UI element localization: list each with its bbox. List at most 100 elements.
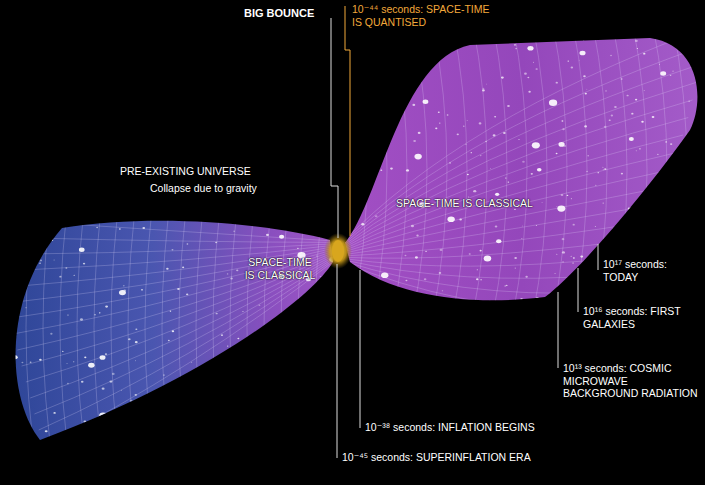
galaxy-dot — [630, 242, 631, 244]
galaxy-dot — [225, 382, 228, 384]
galaxy-dot — [321, 401, 323, 403]
galaxy-dot — [677, 39, 680, 41]
galaxy-dot — [436, 57, 437, 59]
galaxy-dot — [380, 170, 382, 172]
galaxy-dot — [191, 362, 192, 363]
bounce-glow — [324, 233, 352, 269]
galaxy-dot — [495, 193, 499, 196]
galaxy-dot — [128, 338, 131, 340]
galaxy-dot — [308, 403, 309, 405]
grid-line — [128, 180, 139, 470]
galaxy-dot — [102, 387, 105, 389]
galaxy-dot — [435, 128, 437, 130]
grid-line — [16, 248, 334, 302]
galaxy-dot — [559, 142, 565, 147]
galaxy-dot — [694, 120, 696, 122]
galaxy-dot — [182, 267, 184, 269]
galaxy-dot — [355, 176, 357, 178]
annotation-label: 10¹⁷ seconds: TODAY — [603, 258, 693, 283]
galaxy-dot — [1, 262, 3, 264]
galaxy-dot — [402, 42, 404, 43]
galaxy-dot — [680, 198, 686, 202]
galaxy-dot — [514, 44, 516, 46]
galaxy-dot — [59, 276, 61, 278]
galaxy-dot — [623, 240, 629, 245]
grid-line — [342, 188, 662, 254]
galaxy-dot — [637, 48, 638, 49]
galaxy-dot — [186, 293, 188, 295]
grid-line — [11, 250, 334, 318]
galaxy-dot — [343, 70, 346, 72]
galaxy-dot — [121, 389, 122, 391]
galaxy-dot — [571, 255, 572, 257]
galaxy-dot — [266, 234, 269, 236]
galaxy-dot — [698, 253, 699, 254]
galaxy-dot — [332, 227, 334, 228]
galaxy-dot — [6, 348, 9, 350]
galaxy-dot — [477, 269, 478, 270]
galaxy-dot — [316, 325, 317, 326]
galaxy-dot — [503, 132, 506, 134]
leader-line — [598, 244, 599, 270]
galaxy-dot — [177, 288, 180, 290]
galaxy-dot — [699, 195, 701, 197]
galaxy-dot — [643, 272, 645, 273]
galaxy-dot — [166, 268, 169, 270]
galaxy-dot — [22, 270, 30, 276]
galaxy-dot — [39, 262, 41, 263]
galaxy-dot — [339, 167, 341, 168]
galaxy-dot — [536, 68, 538, 70]
galaxy-dot — [286, 405, 288, 406]
galaxy-dot — [484, 256, 492, 262]
galaxy-dot — [416, 292, 417, 294]
galaxy-dot — [4, 404, 6, 406]
galaxy-dot — [138, 401, 141, 403]
galaxy-dot — [66, 363, 67, 364]
grid-line — [412, 20, 427, 320]
galaxy-dot — [230, 364, 232, 366]
galaxy-dot — [704, 303, 705, 304]
galaxy-dot — [604, 168, 606, 170]
galaxy-dot — [135, 394, 137, 396]
galaxy-dot — [635, 40, 638, 42]
galaxy-dot — [413, 140, 416, 142]
galaxy-dot — [537, 168, 542, 172]
galaxy-dot — [246, 438, 249, 440]
galaxy-dot — [469, 253, 471, 255]
galaxy-dot — [501, 76, 504, 78]
leader-line — [337, 264, 338, 458]
galaxy-dot — [643, 53, 645, 55]
grid-line — [39, 260, 334, 430]
galaxy-dot — [172, 330, 174, 332]
galaxy-dot — [163, 374, 165, 375]
galaxy-dot — [119, 443, 122, 445]
galaxy-dot — [42, 246, 43, 248]
galaxy-dot — [556, 153, 558, 154]
galaxy-dot — [289, 405, 290, 406]
galaxy-dot — [8, 386, 10, 388]
galaxy-dot — [535, 38, 537, 40]
galaxy-dot — [602, 202, 604, 203]
galaxy-dot — [365, 119, 367, 120]
galaxy-dot — [201, 402, 202, 403]
galaxy-dot — [648, 225, 651, 227]
grid-line — [342, 83, 696, 247]
galaxy-dot — [486, 83, 487, 85]
galaxy-dot — [567, 60, 568, 61]
galaxy-dot — [621, 173, 623, 175]
bounce-neck — [332, 240, 344, 262]
galaxy-dot — [135, 360, 136, 362]
galaxy-dot — [439, 272, 442, 274]
galaxy-dot — [30, 361, 32, 362]
galaxy-dot — [693, 151, 695, 152]
galaxy-dot — [244, 420, 245, 422]
grid-line — [392, 20, 407, 320]
grid-line — [342, 240, 633, 258]
annotation-label: BIG BOUNCE — [244, 7, 314, 20]
leader-line — [345, 6, 350, 236]
galaxy-dot — [321, 431, 324, 433]
galaxy-dot — [13, 355, 18, 359]
galaxy-dot — [368, 60, 372, 63]
galaxy-dot — [21, 362, 23, 363]
galaxy-dot — [67, 383, 69, 384]
